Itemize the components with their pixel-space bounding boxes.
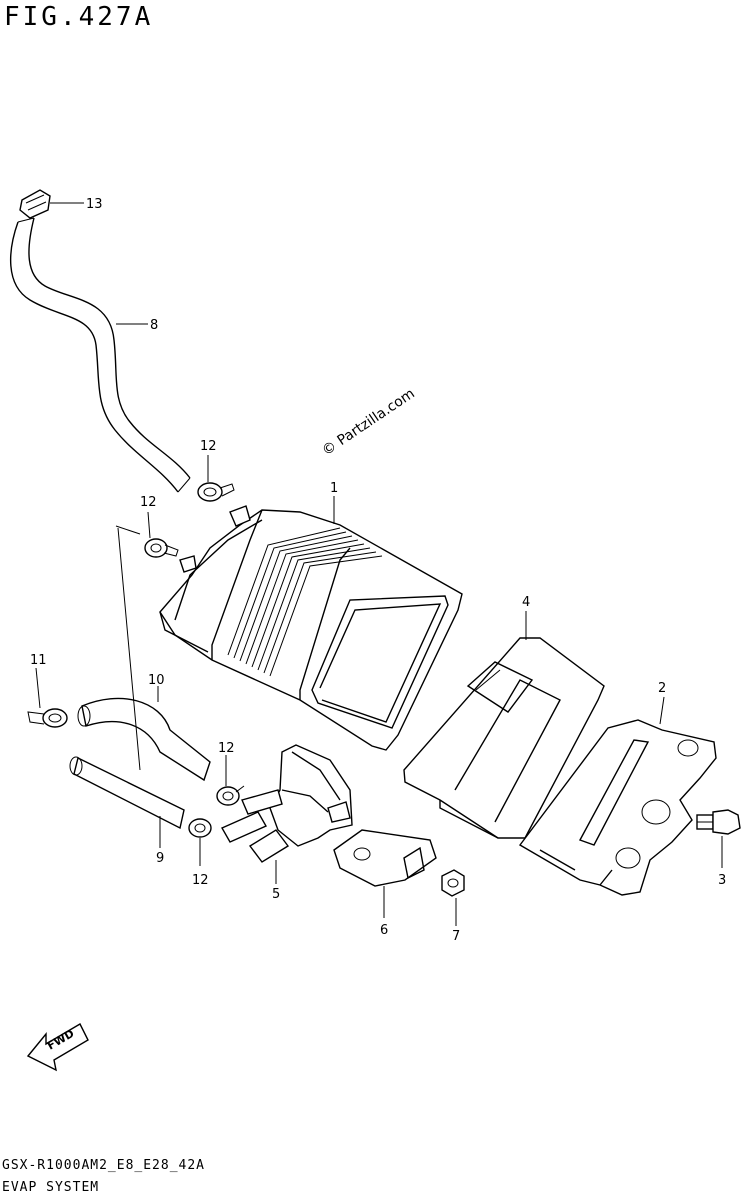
part-4-cover[interactable] bbox=[403, 637, 605, 839]
part-1-canister[interactable] bbox=[159, 505, 463, 751]
leader-11 bbox=[35, 667, 41, 709]
part-10-hose[interactable] bbox=[77, 697, 211, 782]
callout-2[interactable]: 2 bbox=[658, 681, 666, 696]
part-12-clamp-mid[interactable] bbox=[216, 785, 245, 806]
callout-4[interactable]: 4 bbox=[522, 595, 530, 610]
callout-12-upper[interactable]: 12 bbox=[200, 439, 217, 454]
callout-13[interactable]: 13 bbox=[86, 197, 103, 212]
part-8-hose[interactable] bbox=[10, 217, 191, 493]
callout-7[interactable]: 7 bbox=[452, 929, 460, 944]
part-12-clamp-upper[interactable] bbox=[197, 482, 235, 502]
figure-title: FIG.427A bbox=[4, 2, 154, 32]
part-5-valve[interactable] bbox=[221, 744, 353, 863]
callout-9[interactable]: 9 bbox=[156, 851, 164, 866]
callout-10[interactable]: 10 bbox=[148, 673, 165, 688]
part-2-bracket[interactable] bbox=[518, 719, 717, 896]
watermark-text: © Partzilla.com bbox=[319, 386, 418, 460]
part-12-clamp-lower[interactable] bbox=[188, 818, 212, 838]
callout-8[interactable]: 8 bbox=[150, 318, 158, 333]
part-12-clamp-left[interactable] bbox=[144, 538, 179, 558]
part-6-plate[interactable] bbox=[333, 829, 437, 887]
assembly-line-left bbox=[115, 525, 141, 771]
callout-12-lower[interactable]: 12 bbox=[192, 873, 209, 888]
part-11-clip[interactable] bbox=[27, 708, 68, 728]
callout-1[interactable]: 1 bbox=[330, 481, 338, 496]
leader-2 bbox=[659, 696, 665, 725]
fwd-arrow-icon: FWD bbox=[26, 1023, 89, 1072]
callout-12-left[interactable]: 12 bbox=[140, 495, 157, 510]
part-13-clip[interactable] bbox=[19, 189, 51, 219]
part-3-bolt[interactable] bbox=[696, 809, 741, 835]
callout-3[interactable]: 3 bbox=[718, 873, 726, 888]
callout-6[interactable]: 6 bbox=[380, 923, 388, 938]
footer-title: EVAP SYSTEM bbox=[2, 1180, 100, 1195]
footer-code: GSX-R1000AM2_E8_E28_42A bbox=[2, 1158, 206, 1173]
part-9-hose[interactable] bbox=[69, 756, 185, 830]
leader-12-left bbox=[147, 511, 151, 539]
callout-5[interactable]: 5 bbox=[272, 887, 280, 902]
callout-12-mid[interactable]: 12 bbox=[218, 741, 235, 756]
part-7-nut[interactable] bbox=[441, 869, 465, 897]
callout-11[interactable]: 11 bbox=[30, 653, 47, 668]
